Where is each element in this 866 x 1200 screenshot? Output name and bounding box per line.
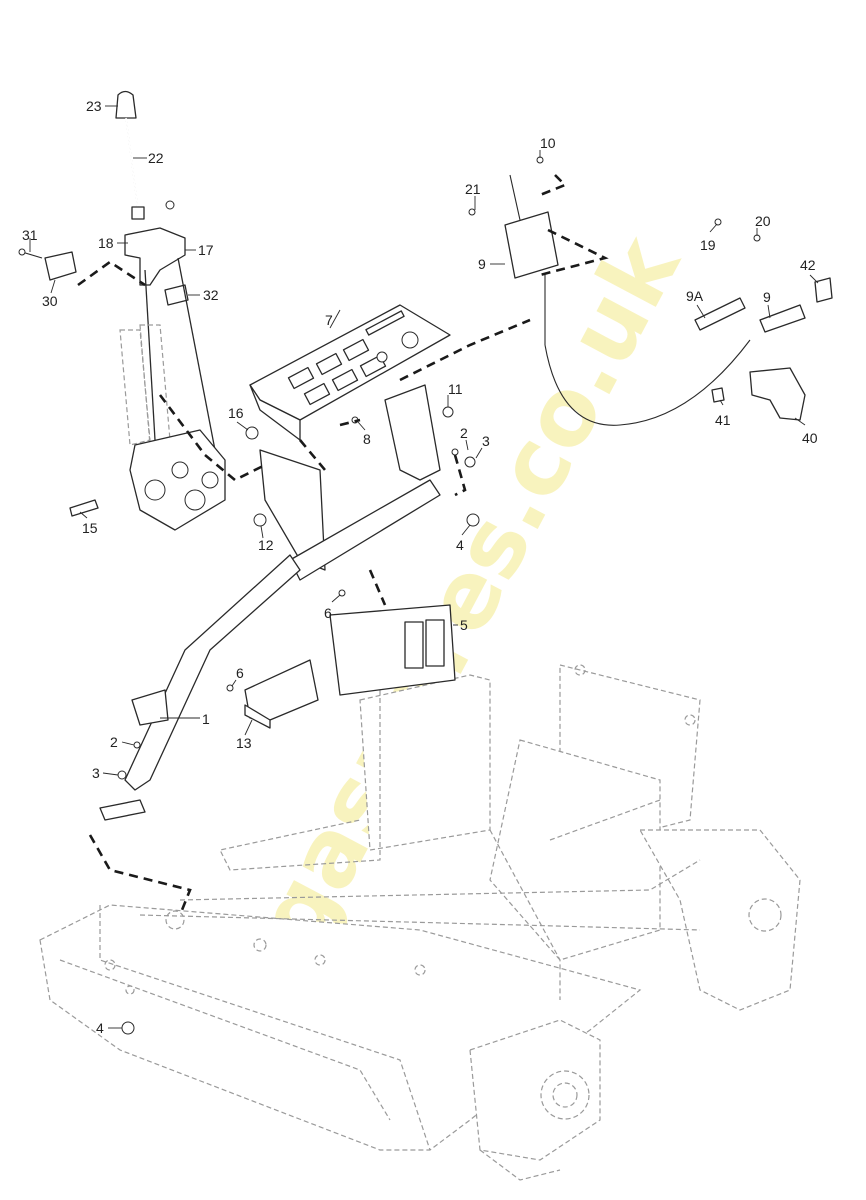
assembly-guide-lines — [77, 174, 609, 916]
callout-13: 13 — [236, 735, 252, 751]
callout-2-lower: 2 — [110, 734, 118, 750]
callout-4-upper: 4 — [456, 537, 464, 553]
callout-41: 41 — [715, 412, 731, 428]
callout-9-upper: 9 — [478, 256, 486, 272]
callout-labels: 23 22 31 18 17 30 32 7 10 21 9 19 20 42 … — [22, 98, 818, 1036]
hydraulic-valve — [69, 324, 226, 531]
callout-3-lower: 3 — [92, 765, 100, 781]
microswitch — [18, 248, 77, 281]
callout-2-upper: 2 — [460, 425, 468, 441]
callout-31: 31 — [22, 227, 38, 243]
callout-6-upper: 6 — [324, 605, 332, 621]
callout-40: 40 — [802, 430, 818, 446]
control-lever-assembly — [115, 90, 175, 220]
callout-18: 18 — [98, 235, 114, 251]
cable-end-parts — [694, 218, 833, 421]
callout-42: 42 — [800, 257, 816, 273]
callout-8: 8 — [363, 431, 371, 447]
callout-9A: 9A — [686, 288, 704, 304]
callout-32: 32 — [203, 287, 219, 303]
chassis-frame-ghost — [39, 664, 801, 1181]
lever-knob — [115, 90, 137, 119]
callout-11: 11 — [448, 381, 463, 397]
callout-19: 19 — [700, 237, 716, 253]
callout-1: 1 — [202, 711, 210, 727]
callout-15: 15 — [82, 520, 98, 536]
support-frame — [99, 384, 441, 821]
callout-16: 16 — [228, 405, 244, 421]
callout-20: 20 — [755, 213, 771, 229]
callout-21: 21 — [465, 181, 481, 197]
bracket-13 — [244, 659, 319, 729]
lever-bracket — [124, 227, 216, 451]
cable-control-unit — [468, 156, 751, 426]
callout-22: 22 — [148, 150, 164, 166]
callout-4-lower: 4 — [96, 1020, 104, 1036]
callout-10: 10 — [540, 135, 556, 151]
callout-5: 5 — [460, 617, 468, 633]
callout-7: 7 — [325, 312, 333, 328]
callout-9-right: 9 — [763, 289, 771, 305]
mounting-plate — [329, 604, 456, 696]
control-panel-plate — [249, 304, 451, 441]
leader-lines — [29, 105, 819, 1029]
callout-6-lower: 6 — [236, 665, 244, 681]
callout-30: 30 — [42, 293, 58, 309]
callout-12: 12 — [258, 537, 274, 553]
callout-17: 17 — [198, 242, 214, 258]
callout-3-upper: 3 — [482, 433, 490, 449]
callout-23: 23 — [86, 98, 102, 114]
